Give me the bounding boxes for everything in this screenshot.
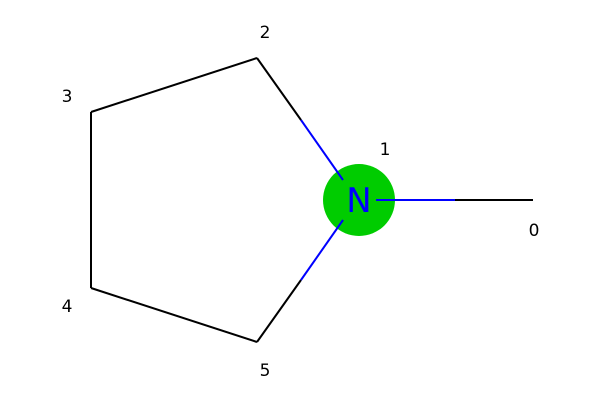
bond-5-1 bbox=[256, 219, 344, 343]
atom-index-1: 1 bbox=[380, 140, 391, 160]
atom-1-symbol: N bbox=[346, 181, 371, 221]
atom-index-4: 4 bbox=[62, 297, 73, 317]
atom-index-2: 2 bbox=[260, 23, 271, 43]
atom-index-0: 0 bbox=[529, 221, 540, 241]
atom-index-3: 3 bbox=[62, 87, 73, 107]
bond-4-5 bbox=[90, 287, 258, 343]
bond-1-2 bbox=[256, 57, 344, 181]
atom-1-highlight bbox=[323, 164, 395, 236]
bond-2-3 bbox=[90, 57, 258, 113]
atom-index-5: 5 bbox=[260, 361, 271, 381]
